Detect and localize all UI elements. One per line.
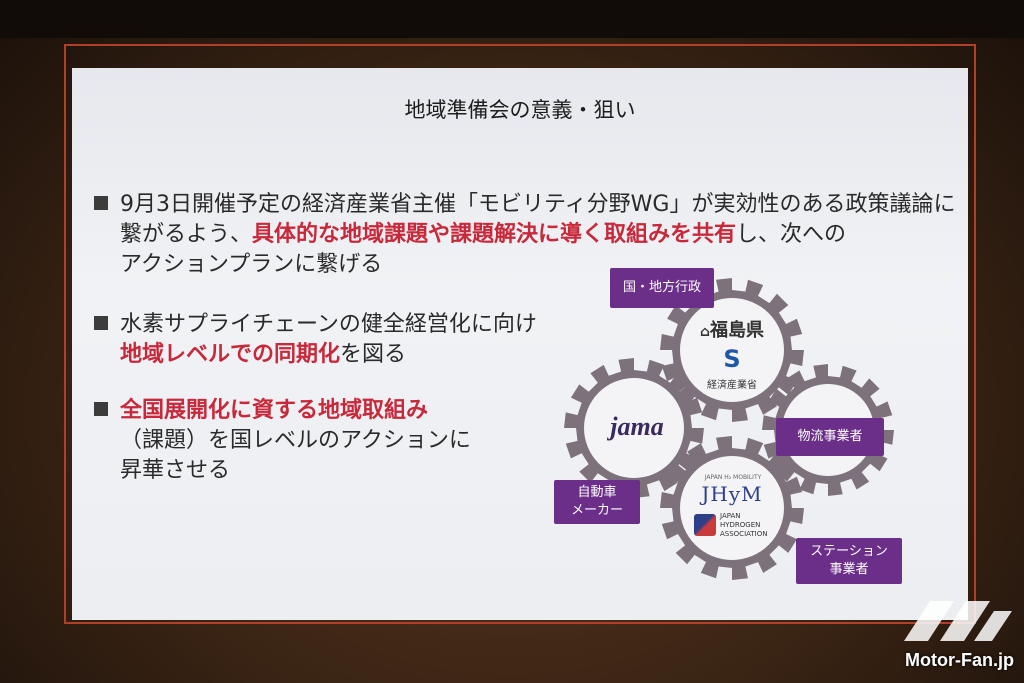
bullet-marker bbox=[94, 402, 108, 416]
bullet-1-line-3: アクションプランに繋げる bbox=[120, 252, 383, 277]
bullet-2: 水素サプライチェーンの健全経営化に向け 地域レベルでの同期化を図る bbox=[94, 310, 537, 370]
bullet-3: 全国展開化に資する地域取組み （課題）を国レベルのアクションに 昇華させる bbox=[94, 396, 471, 486]
bullet-1-line-1: 9月3日開催予定の経済産業省主催「モビリティ分野WG」が実効性のある政策議論に bbox=[120, 192, 956, 217]
jama-logo: jama bbox=[610, 412, 664, 441]
meti-label: 経済産業省 bbox=[707, 380, 757, 391]
box-logistics: 物流事業者 bbox=[776, 418, 884, 456]
box-automaker-line-1: 自動車 bbox=[577, 485, 617, 500]
gear-hydrogen-face bbox=[680, 456, 784, 560]
gears-diagram bbox=[564, 278, 894, 580]
bullet-marker bbox=[94, 316, 108, 330]
box-station-operator: ステーション 事業者 bbox=[796, 538, 902, 584]
bullet-2-line-1: 水素サプライチェーンの健全経営化に向け bbox=[120, 312, 537, 337]
bullet-3-line-3: 昇華させる bbox=[120, 458, 231, 483]
screen-frame bbox=[64, 44, 976, 624]
bullet-1-line-2-post: し、次への bbox=[736, 222, 847, 247]
gear-jama-face bbox=[584, 378, 684, 478]
box-station-line-2: 事業者 bbox=[829, 562, 869, 577]
presentation-slide: 地域準備会の意義・狙い 9月3日開催予定の経済産業省主催「モビリティ分野WG」が… bbox=[72, 68, 968, 620]
jha-label: JAPAN HYDROGEN ASSOCIATION bbox=[720, 512, 767, 539]
bullet-1-highlight: 具体的な地域課題や課題解決に導く取組みを共有 bbox=[252, 222, 737, 247]
box-station-line-1: ステーション bbox=[810, 544, 888, 559]
box-government: 国・地方行政 bbox=[610, 268, 714, 308]
bullet-marker bbox=[94, 196, 108, 210]
jha-line-1: JAPAN bbox=[720, 512, 741, 520]
bullet-2-line-2-post: を図る bbox=[340, 342, 407, 367]
bullet-3-line-2: （課題）を国レベルのアクションに bbox=[120, 428, 471, 453]
top-dark-band bbox=[0, 0, 1024, 38]
jha-line-3: ASSOCIATION bbox=[720, 530, 768, 538]
jha-line-2: HYDROGEN bbox=[720, 521, 761, 529]
bullet-1-line-2-pre: 繋がるよう、 bbox=[120, 222, 253, 247]
jha-mark-icon bbox=[694, 514, 716, 536]
bullet-2-highlight: 地域レベルでの同期化 bbox=[120, 342, 341, 367]
jhym-top-label: JAPAN H₂ MOBILITY bbox=[704, 474, 762, 481]
jhym-logo: JHyM bbox=[701, 482, 763, 506]
fukushima-mark-icon: ⌂ bbox=[699, 324, 711, 340]
motorfan-logo-icon bbox=[904, 601, 1012, 641]
fukushima-logo: ⌂福島県 bbox=[692, 316, 772, 342]
bullet-1: 9月3日開催予定の経済産業省主催「モビリティ分野WG」が実効性のある政策議論に … bbox=[94, 190, 955, 280]
meti-mark-icon: S bbox=[723, 345, 741, 373]
bullet-3-highlight: 全国展開化に資する地域取組み bbox=[120, 398, 429, 423]
box-automaker: 自動車 メーカー bbox=[554, 480, 640, 524]
fukushima-label: 福島県 bbox=[710, 320, 765, 341]
gear-fukushima-meti-face bbox=[680, 298, 784, 402]
box-automaker-line-2: メーカー bbox=[570, 503, 623, 518]
slide-title: 地域準備会の意義・狙い bbox=[404, 98, 636, 122]
watermark: Motor-Fan.jp bbox=[905, 650, 1014, 670]
